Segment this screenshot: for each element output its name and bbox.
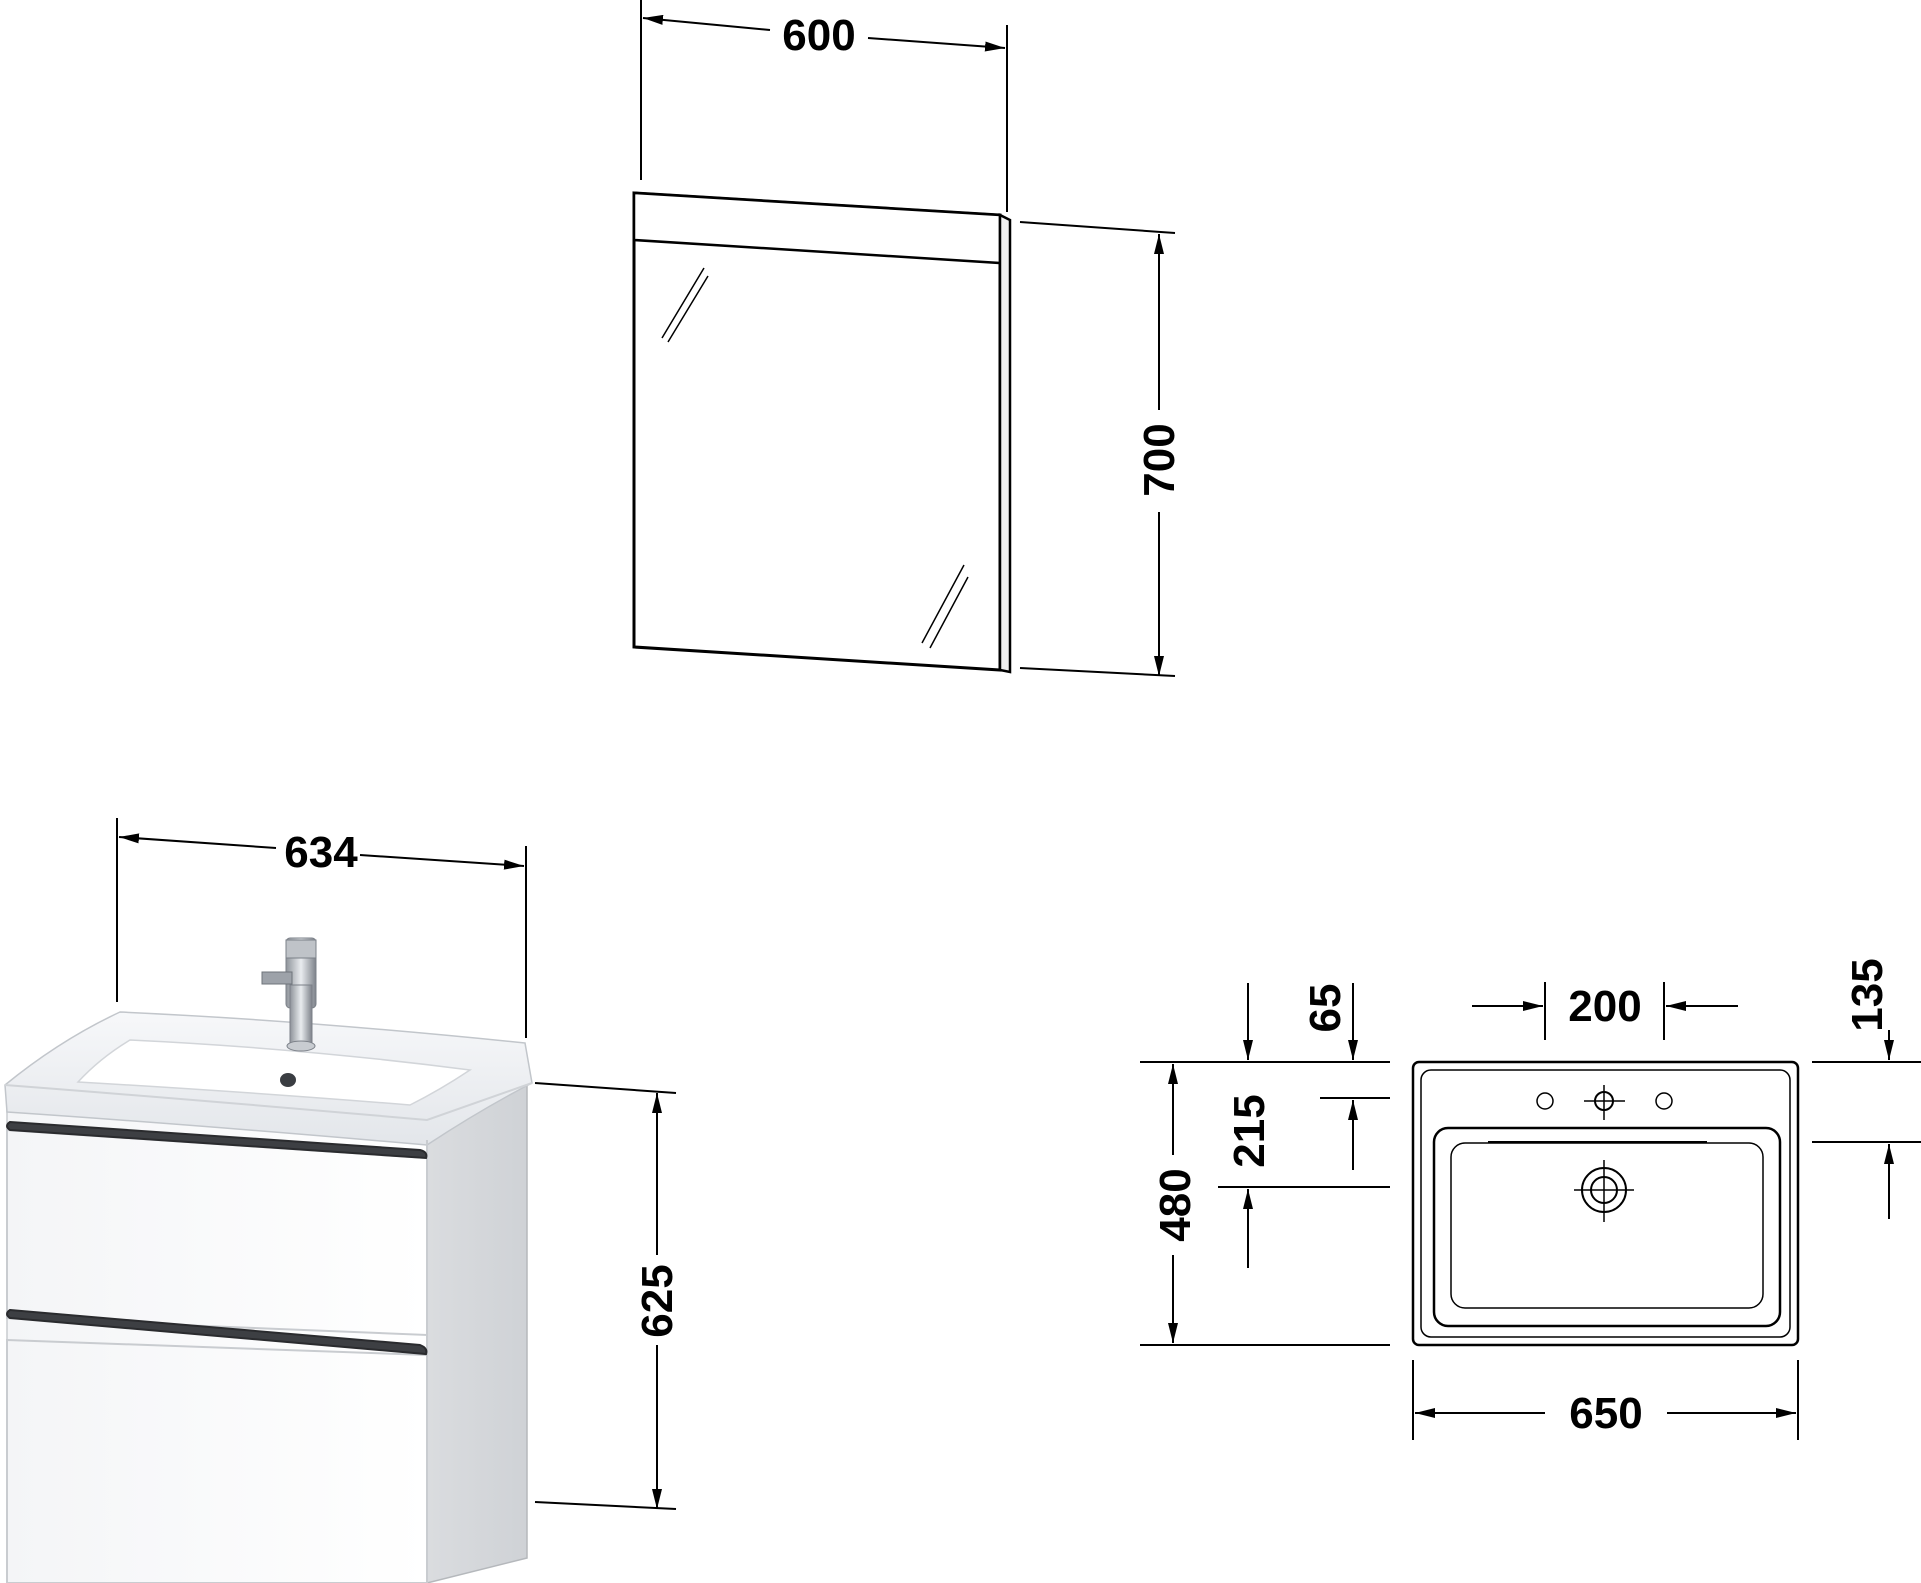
basin-width-label: 650 (1569, 1389, 1642, 1438)
tap-drain-dimension (1218, 1100, 1390, 1268)
vanity-height-label: 625 (633, 1264, 682, 1337)
basin-plan-view (1411, 1060, 1800, 1347)
rim-offset-dimension (1243, 983, 1390, 1099)
basin-depth-label: 480 (1151, 1168, 1200, 1241)
cabinet-side (426, 1084, 528, 1583)
lower-drawer-front (6, 1338, 428, 1583)
back-offset-label: 135 (1843, 958, 1892, 1031)
mirror-width-label: 600 (782, 11, 855, 60)
tap-spacing-dimension (1472, 982, 1738, 1040)
lower-drawer-handle (6, 1308, 428, 1356)
upper-drawer-handle (6, 1120, 428, 1160)
mixer-tap (261, 937, 317, 1052)
vanity-width-label: 634 (284, 828, 358, 877)
back-offset-dimension (1812, 1030, 1921, 1219)
basin-depth-dimension (1140, 1061, 1390, 1346)
mirror-height-dimension (1019, 221, 1176, 677)
vanity-width-dimension (116, 818, 527, 1038)
basin-width-dimension (1412, 1360, 1799, 1440)
tap-spacing-label: 200 (1568, 982, 1641, 1031)
vanity-unit-group: 634 625 (4, 818, 682, 1583)
vanity-height-dimension (534, 1082, 677, 1510)
mirror (632, 191, 1012, 674)
mirror-group: 600 700 (632, 0, 1184, 677)
basin-plan-group: 650 480 200 65 215 (1140, 958, 1921, 1440)
rim-offset-label: 65 (1301, 984, 1350, 1033)
washbasin (4, 1011, 533, 1146)
mirror-width-dimension (640, 0, 1008, 212)
tap-drain-label: 215 (1225, 1094, 1274, 1167)
mirror-height-label: 700 (1135, 423, 1184, 496)
